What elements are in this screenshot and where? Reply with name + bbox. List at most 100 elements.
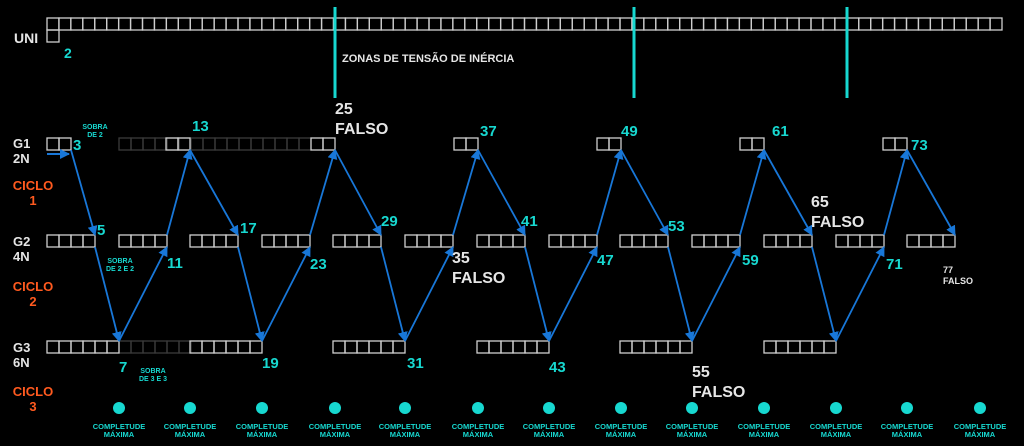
number-box <box>619 234 669 248</box>
cell <box>727 234 741 248</box>
prime-number-label: 71 <box>886 256 903 273</box>
cell <box>679 340 693 354</box>
remainder-note: SOBRA <box>140 368 165 375</box>
cell <box>416 17 430 31</box>
number-box <box>596 137 622 151</box>
cell <box>322 137 336 151</box>
prime-number-label: 17 <box>240 220 257 237</box>
prime-number-label: 13 <box>192 118 209 135</box>
cell <box>58 234 72 248</box>
cell <box>237 340 251 354</box>
cell <box>106 17 120 31</box>
cell <box>476 17 490 31</box>
cell <box>142 340 156 354</box>
sequence-arrow <box>334 149 382 236</box>
sequence-arrow <box>189 149 239 236</box>
false-status-label: FALSO <box>452 270 505 287</box>
cell <box>953 17 967 31</box>
cell <box>787 234 801 248</box>
cell <box>774 17 788 31</box>
sequence-arrow <box>548 246 598 342</box>
cell <box>298 137 312 151</box>
cell <box>870 17 884 31</box>
sequence-arrow <box>739 149 767 236</box>
cell <box>500 340 514 354</box>
cell <box>571 17 585 31</box>
cell <box>512 234 526 248</box>
completude-label: COMPLETUDE <box>523 422 576 431</box>
completude-label: COMPLETUDE <box>666 422 719 431</box>
cell <box>583 17 597 31</box>
number-box <box>46 234 96 248</box>
prime-number-label: 37 <box>480 123 497 140</box>
completude-dot-icon <box>472 402 484 414</box>
zones-label: ZONAS DE TENSÃO DE INÉRCIA <box>342 52 514 65</box>
completude-dot-icon <box>184 402 196 414</box>
cell <box>440 17 454 31</box>
cell <box>94 340 108 354</box>
cell <box>177 137 191 151</box>
cell <box>286 137 300 151</box>
cell <box>178 137 192 151</box>
cell <box>154 340 168 354</box>
completude-dot-icon <box>615 402 627 414</box>
cell <box>297 17 311 31</box>
remainder-note: SOBRA <box>107 258 132 265</box>
prime-number-label: 19 <box>262 355 279 372</box>
number-box <box>476 234 526 248</box>
completude-label: COMPLETUDE <box>309 422 362 431</box>
cell <box>297 234 311 248</box>
row-n-label: 2N <box>13 151 30 166</box>
prime-number-label: 47 <box>597 252 614 269</box>
cell <box>141 17 156 31</box>
cell <box>453 137 467 151</box>
prime-number-label: 53 <box>668 218 685 235</box>
prime-number-label: 49 <box>621 123 638 140</box>
false-number-label: 77 <box>943 265 953 275</box>
completude-dot-icon <box>113 402 125 414</box>
number-box <box>46 340 120 354</box>
sequence-arrow <box>596 149 624 236</box>
cell <box>511 17 526 31</box>
cell <box>285 17 299 31</box>
cell <box>655 340 669 354</box>
cycle-label: CICLO <box>13 279 53 294</box>
cell <box>524 340 538 354</box>
cell <box>237 17 251 31</box>
cycle-number: 3 <box>29 399 36 414</box>
cell <box>249 17 263 31</box>
sequence-arrow <box>94 246 122 342</box>
sequence-arrow <box>477 149 526 236</box>
cell <box>608 137 622 151</box>
cell <box>368 340 382 354</box>
number-box <box>332 340 406 354</box>
cell <box>58 340 72 354</box>
cell <box>846 17 860 31</box>
cell <box>619 234 633 248</box>
cell <box>178 340 192 354</box>
prime-number-label: 73 <box>911 137 928 154</box>
completude-label: MÁXIMA <box>534 430 565 439</box>
false-number-label: 25 <box>335 101 353 118</box>
cell <box>428 17 442 31</box>
cell <box>702 17 717 31</box>
cell <box>344 17 359 31</box>
number-box <box>763 234 813 248</box>
prime-number-label: 61 <box>772 123 789 140</box>
cell <box>523 17 538 31</box>
cell <box>942 234 956 248</box>
sequence-arrow <box>118 246 168 342</box>
number-box <box>763 340 837 354</box>
cell <box>356 340 370 354</box>
cell <box>142 234 156 248</box>
cell <box>977 17 991 31</box>
cell <box>238 137 252 151</box>
cell <box>261 234 275 248</box>
cell <box>847 234 861 248</box>
number-box <box>165 137 191 151</box>
cell <box>452 17 466 31</box>
cell <box>214 137 228 151</box>
cell <box>547 17 561 31</box>
cell <box>262 137 276 151</box>
cell <box>775 234 789 248</box>
